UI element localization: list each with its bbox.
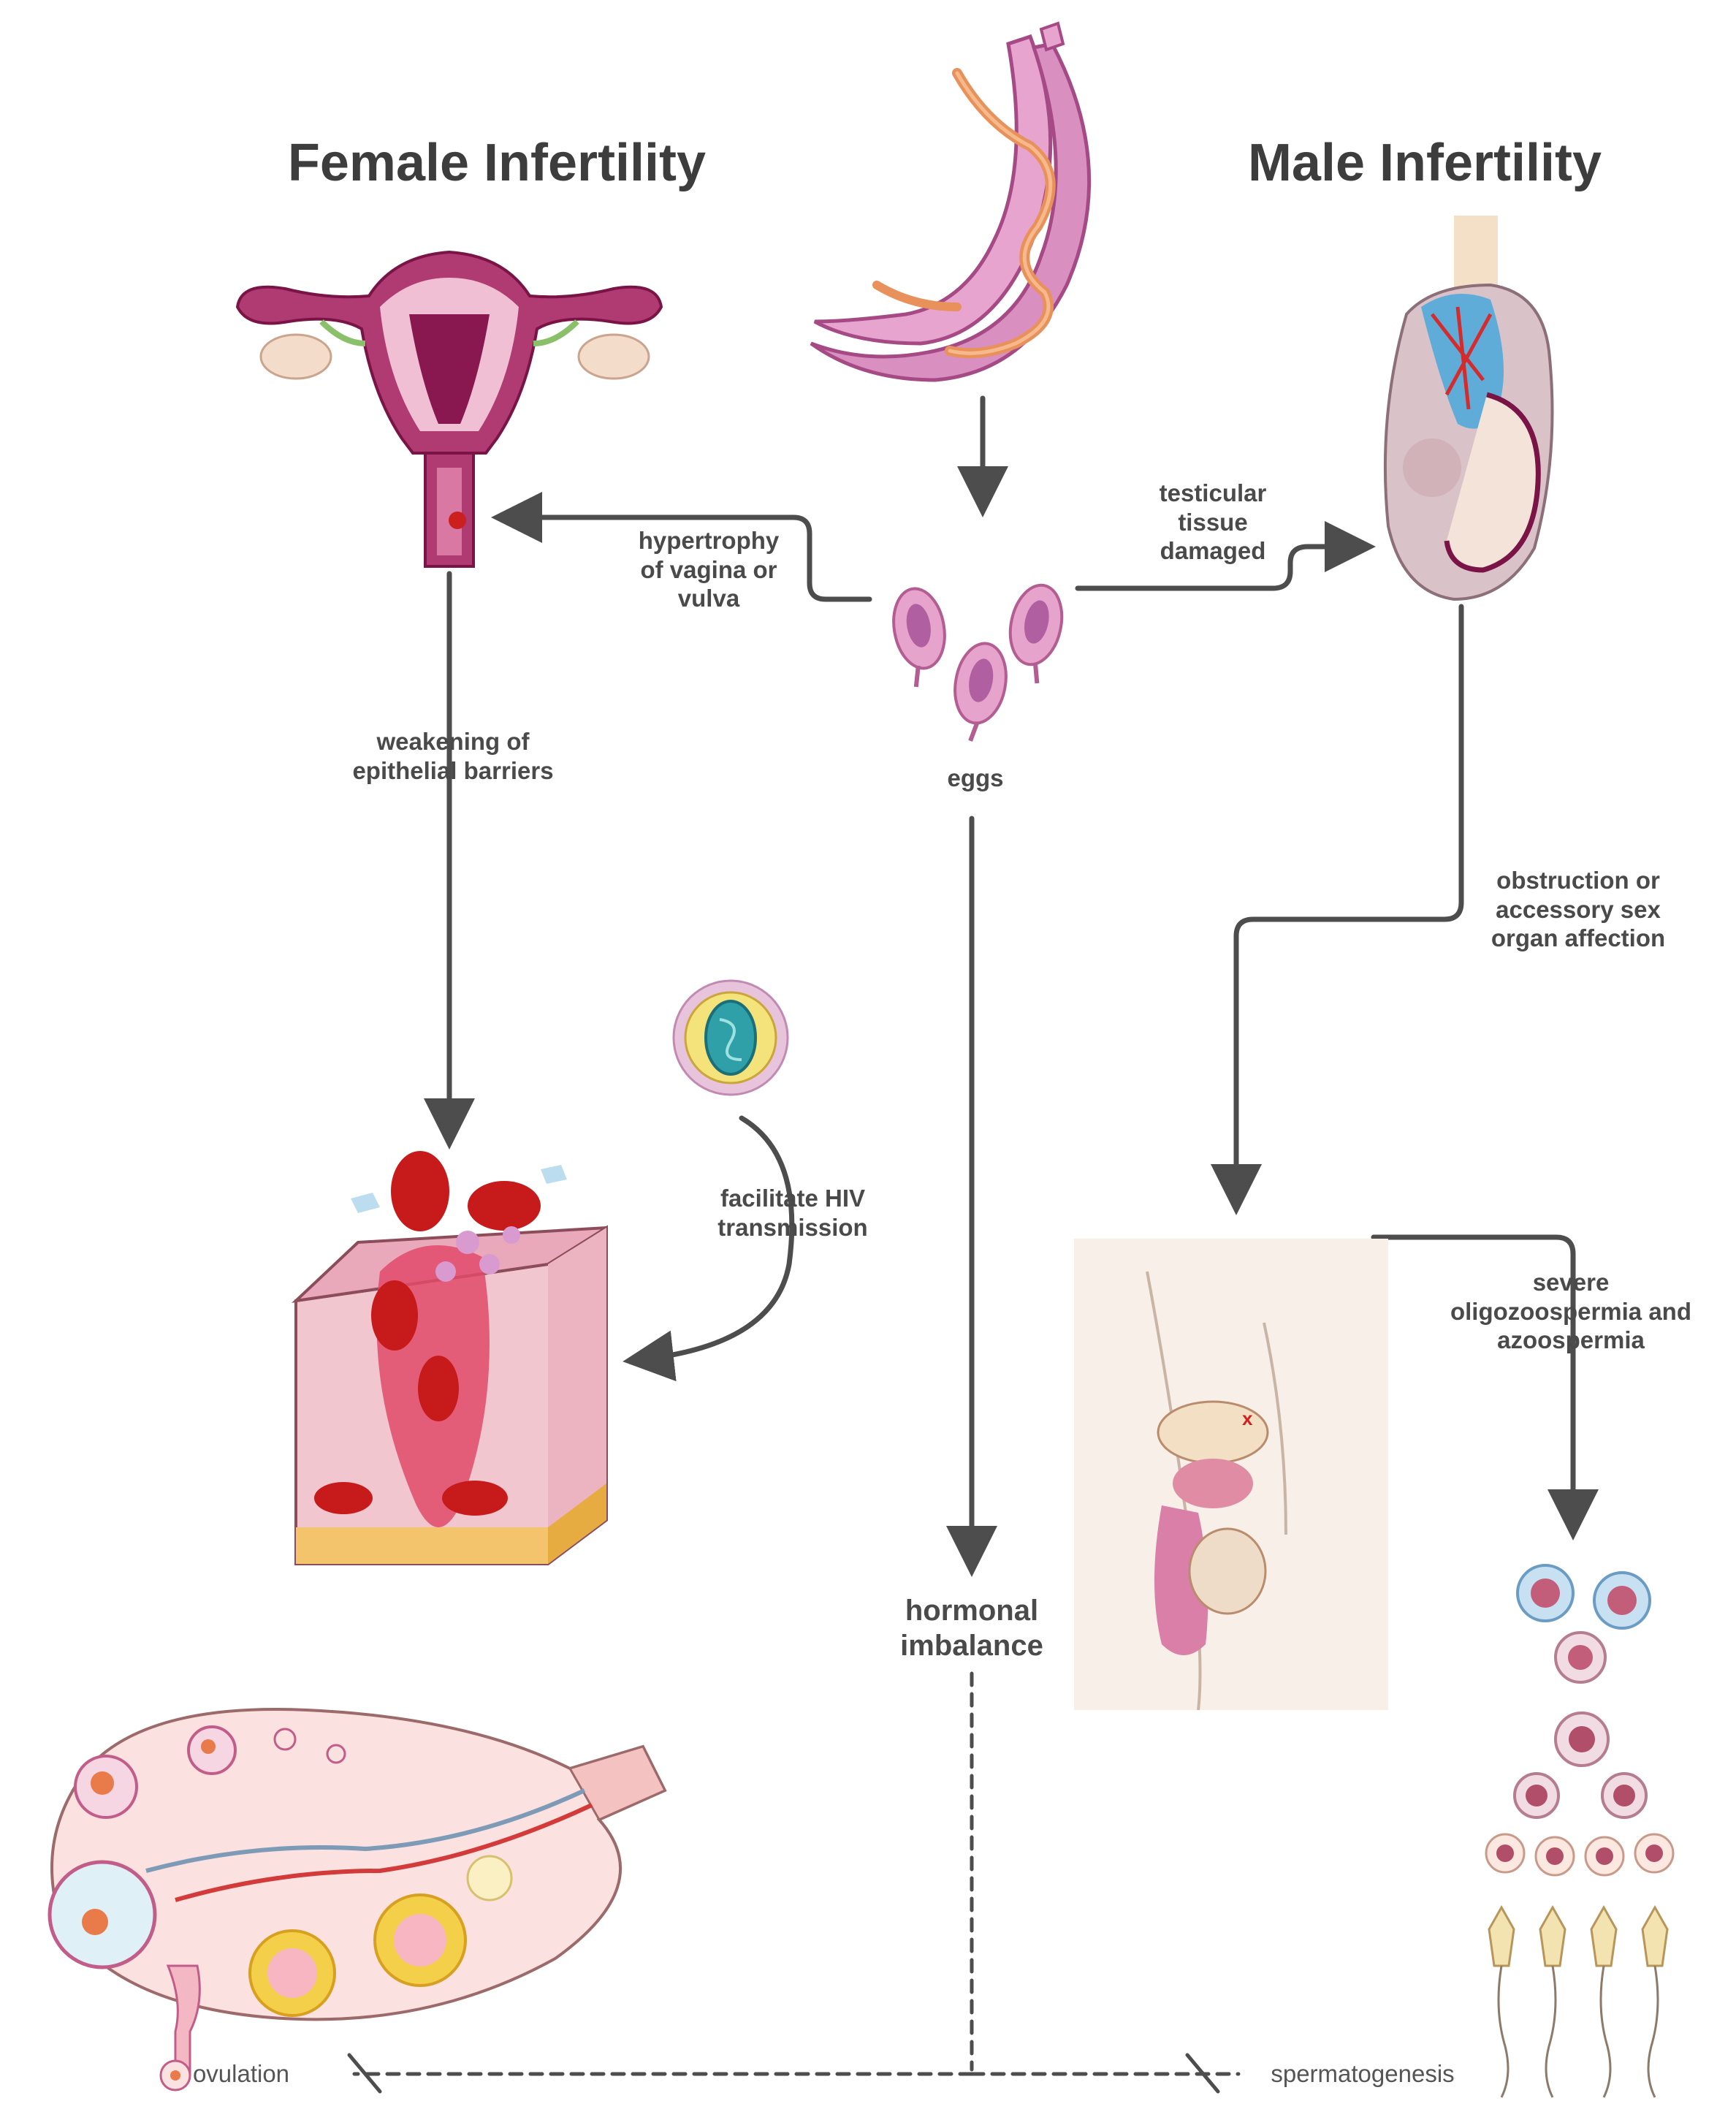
female-infertility-title: Female Infertility <box>287 134 707 192</box>
testis-icon <box>1383 216 1554 601</box>
male-infertility-title: Male Infertility <box>1247 134 1602 192</box>
label-spermatogenesis: spermatogenesis <box>1271 2060 1455 2087</box>
label-hiv: facilitate HIV transmission <box>717 1185 868 1241</box>
label-weakening: weakening of epithelial barriers <box>352 728 554 784</box>
ovary-icon <box>47 1708 667 2091</box>
spermatogenesis-cells-icon <box>1485 1564 1675 2098</box>
label-hypertrophy: hypertrophy of vagina or vulva <box>638 527 780 612</box>
male-pelvis-icon: x <box>1074 1239 1388 1711</box>
inhibit-mark-ovulation <box>347 2053 382 2094</box>
eggs-icon <box>892 583 1064 742</box>
inhibit-mark-spermatogenesis <box>1185 2053 1220 2094</box>
arrow-eggs-to-testis <box>1075 521 1376 591</box>
label-testicular: testicular tissue damaged <box>1159 479 1267 565</box>
label-eggs: eggs <box>947 764 1004 791</box>
label-ovulation: ovulation <box>192 2060 290 2087</box>
arrows <box>347 395 1599 2094</box>
schistosoma-worm-icon <box>810 21 1092 382</box>
arrow-testis-to-pelvis <box>1211 604 1464 1215</box>
arrow-eggs-to-uterus <box>491 492 872 602</box>
svg-text:x: x <box>1242 1407 1253 1429</box>
arrow-pelvis-to-sperm <box>1371 1234 1599 1540</box>
uterus-icon <box>235 250 663 568</box>
damaged-tissue-icon <box>292 1151 608 1565</box>
label-hormonal-imbalance: hormonal imbalance <box>900 1595 1043 1662</box>
label-obstruction: obstruction or accessory sex organ affec… <box>1491 867 1666 952</box>
label-oligozoospermia: severe oligozoospermia and azoospermia <box>1450 1269 1692 1354</box>
arrow-virus-to-tissue <box>623 1115 795 1382</box>
hiv-virus-icon <box>672 979 789 1096</box>
